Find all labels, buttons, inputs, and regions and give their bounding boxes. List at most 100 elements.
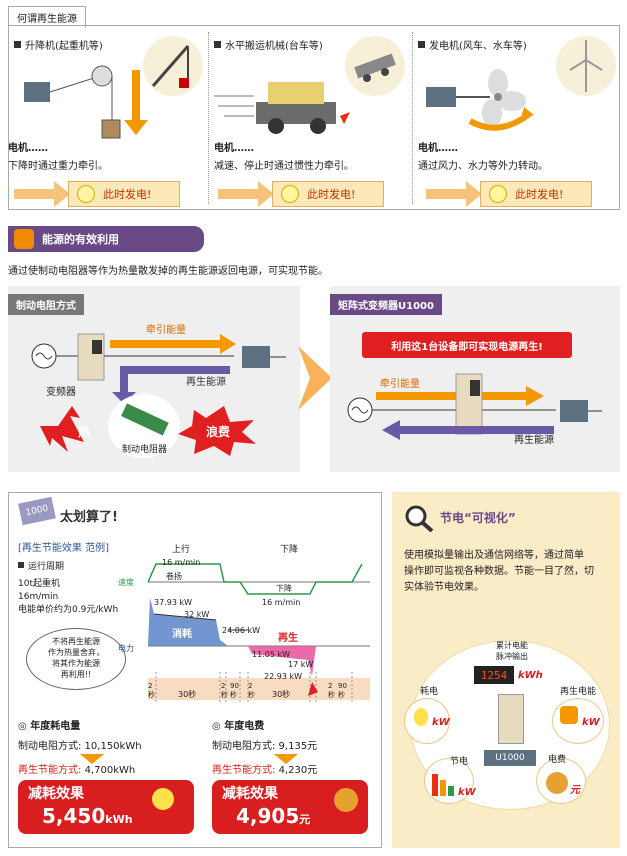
col2-heading: 水平搬运机械(台车等) — [214, 40, 323, 53]
matrix-panel-title: 矩阵式变频器U1000 — [330, 294, 442, 315]
annual-kwh-brake: 制动电阻方式: 10,150kWh — [18, 741, 142, 752]
resistor-label: 制动电阻器 — [122, 445, 168, 455]
big-arrow-icon — [298, 346, 332, 410]
chart-up: 上行 — [172, 545, 191, 555]
note-bubble — [26, 628, 126, 690]
save-unit: kW — [458, 787, 476, 798]
heat-label: 热 — [78, 425, 91, 439]
chart-v5: 17 kW — [288, 660, 314, 669]
brake-diagram — [31, 333, 286, 458]
col3-heading: 发电机(风车、水车等) — [418, 40, 527, 53]
annual-kwh-heading: ◎ 年度耗电量 — [18, 721, 81, 732]
col3-desc: 通过风力、水力等外力转动。 — [418, 161, 548, 172]
fee-unit: 元 — [570, 785, 580, 796]
savings-title: 太划算了! — [60, 510, 118, 525]
chart-v1: 37.93 kW — [154, 598, 192, 607]
regen-tab: 何谓再生能源 — [8, 6, 86, 28]
chart-t-2b: 2秒 — [221, 682, 228, 699]
visual-title: 节电“可视化” — [440, 511, 516, 525]
bulb-icon — [281, 185, 299, 203]
cond-speed: 16m/min — [18, 592, 59, 602]
consume-unit: kW — [432, 717, 450, 728]
fee-label: 电费 — [548, 755, 567, 765]
chart-t-2a: 2秒 — [148, 682, 155, 699]
chart-t-30b: 30秒 — [272, 690, 291, 699]
note-text: 不将再生能源作为热量舍弃，将其作为能源再利用!! — [48, 637, 104, 679]
fan-diagram — [426, 69, 534, 131]
cost-effect-value: 4,905元 — [236, 804, 311, 828]
meter-display: 1254 — [474, 666, 514, 684]
regen-unit: kW — [582, 717, 600, 728]
chart-t-90a: 90秒 — [230, 682, 239, 699]
annual-kwh-regen: 再生节能方式: 4,700kWh — [18, 765, 136, 776]
waste-label: 浪费 — [206, 425, 231, 439]
chart-down: 下降 — [280, 545, 299, 555]
consume-label: 耗电 — [420, 687, 439, 697]
chart-v2: 32 kW — [184, 610, 210, 619]
regen-icon — [560, 706, 578, 724]
annual-cost-heading: ◎ 年度电费 — [212, 721, 265, 732]
matrix-diagram — [347, 373, 602, 440]
divider — [208, 32, 209, 204]
annual-cost-brake: 制动电阻方式: 9,135元 — [212, 741, 318, 752]
col2-motor: 电机…… — [214, 143, 254, 154]
visual-desc-3: 实体验节电效果。 — [404, 582, 484, 593]
visual-desc-2: 操作即可监视各种数据。节能一目了然，切 — [404, 566, 594, 577]
col1-arrow — [14, 181, 70, 207]
example-title: [再生节能效果 范例] — [18, 543, 109, 554]
brake-regen-label: 再生能源 — [186, 377, 226, 388]
chart-t-2d: 2秒 — [328, 682, 335, 699]
cost-effect-label: 减耗效果 — [222, 786, 278, 802]
cycle-heading: 运行周期 — [18, 561, 64, 574]
kwh-effect-value: 5,450kWh — [42, 804, 133, 828]
hoist-diagram — [24, 65, 148, 139]
matrix-regen-label: 再生能源 — [514, 435, 554, 446]
savings-panel — [8, 492, 382, 848]
refresh-icon — [14, 229, 34, 249]
down-arrow-icon — [80, 754, 104, 764]
chart-hoist: 卷扬 — [166, 572, 182, 581]
col3-motor: 电机…… — [418, 143, 458, 154]
down-arrow-icon — [274, 754, 298, 764]
energy-intro: 通过使制动电阻器等作为热量散发掉的再生能源返回电源，可实现节能。 — [8, 266, 328, 277]
chart-lower: 下降 — [276, 584, 292, 593]
col1-heading: 升降机(起重机等) — [14, 40, 103, 53]
chart-v4: 11.05 kW — [252, 650, 290, 659]
u1000-device-icon — [498, 694, 524, 744]
windmill-icon — [556, 36, 616, 96]
col2-generate-button: 此时发电! — [272, 181, 384, 207]
chart-t-30a: 30秒 — [178, 690, 197, 699]
annual-cost-regen: 再生节能方式: 4,230元 — [212, 765, 318, 776]
money-bag-icon — [546, 772, 568, 794]
bulb-icon — [77, 185, 95, 203]
cond-price: 电能单价约为0.9元/kWh — [18, 605, 119, 615]
cost-effect-box: 减耗效果 4,905元 — [212, 780, 368, 834]
visual-desc-1: 使用模拟量输出及通信网络等，通过简单 — [404, 550, 584, 561]
col1-generate-button: 此时发电! — [68, 181, 180, 207]
bulb-icon — [414, 708, 428, 726]
col2-arrow — [218, 181, 274, 207]
regen-label: 再生电能 — [560, 687, 597, 697]
matrix-traction-label: 牵引能量 — [380, 379, 420, 390]
crane-icon — [143, 36, 203, 96]
power-cycle-chart — [147, 563, 370, 702]
inverter-label: 变频器 — [46, 387, 76, 398]
chart-t-90b: 90秒 — [338, 682, 347, 699]
money-bag-icon — [334, 788, 358, 812]
chart-v6: 22.93 kW — [264, 672, 302, 681]
chart-power-label: 电力 — [118, 644, 134, 653]
brake-traction-label: 牵引能量 — [146, 325, 186, 336]
bulb-icon — [489, 185, 507, 203]
col3-arrow — [426, 181, 482, 207]
matrix-banner: 利用这1台设备即可实现电源再生! — [362, 332, 572, 358]
col1-desc: 下降时通过重力牵引。 — [8, 161, 108, 172]
bar-chart-icon — [432, 774, 454, 796]
magnifier-icon — [402, 504, 434, 533]
chart-v3: 24.06 kW — [222, 626, 260, 635]
chart-speed-down: 16 m/min — [262, 598, 301, 607]
chart-speed-up: 16 m/min — [162, 558, 201, 567]
u1000-label: U1000 — [484, 750, 536, 766]
col3-generate-button: 此时发电! — [480, 181, 592, 207]
cond-crane: 10t起重机 — [18, 579, 60, 589]
truck-diagram — [214, 82, 350, 134]
